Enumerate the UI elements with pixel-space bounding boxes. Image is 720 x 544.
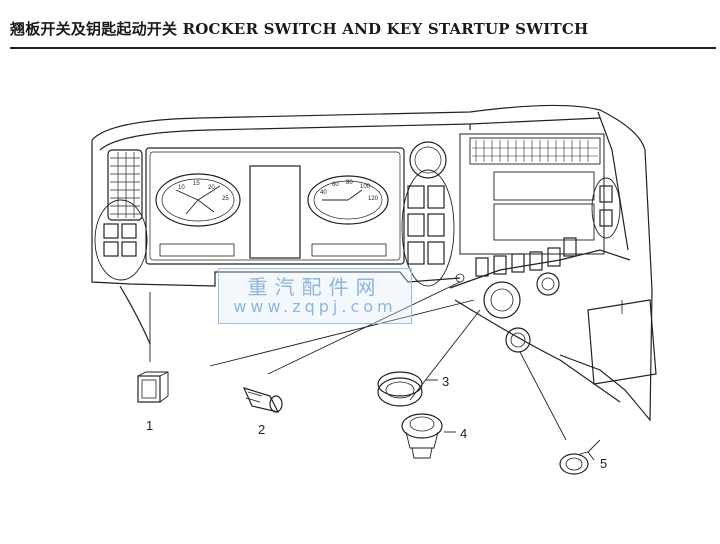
speedometer-tick-label: 120: [368, 196, 379, 202]
callout-2: 2: [258, 422, 266, 437]
dashboard-outline: [91, 104, 653, 422]
radio-slot: [493, 171, 595, 201]
callout-4: 4: [460, 426, 468, 441]
right-switch-group-highlight: [591, 177, 621, 239]
key-switch-part-4: [401, 413, 443, 459]
tachometer-tick-label: 10: [178, 185, 185, 191]
ring-part-3: [377, 371, 423, 407]
page-header: 翘板开关及钥匙起动开关 ROCKER SWITCH AND KEY STARTU…: [0, 0, 720, 52]
speedometer-tick-label: 40: [320, 190, 327, 196]
dashboard-illustration: 10 15 20 25 40 60 80 100 120: [91, 104, 657, 475]
watermark: 重汽配件网 www.zqpj.com: [218, 268, 412, 324]
callout-3: 3: [442, 374, 450, 389]
key-switch-bezel: [505, 327, 531, 353]
header-divider: [10, 47, 716, 49]
dashboard-front-lip: [449, 249, 631, 289]
watermark-text: 重汽配件网: [247, 275, 383, 299]
key-assembly-part-5: [559, 439, 601, 475]
callout-5: 5: [600, 456, 608, 471]
dashboard-upper-edge: [99, 117, 601, 151]
page-title: 翘板开关及钥匙起动开关 ROCKER SWITCH AND KEY STARTU…: [10, 20, 589, 38]
ignition-ring: [483, 281, 521, 319]
tachometer-tick-label: 15: [193, 181, 200, 187]
left-switch-group-highlight: [94, 199, 148, 281]
glove-box: [587, 299, 657, 385]
callout-1: 1: [146, 418, 154, 433]
dashboard-diagram: 10 15 20 25 40 60 80 100 120 1 2 3 4 5: [0, 52, 720, 540]
tachometer-tick-label: 20: [208, 185, 215, 191]
cassette-slot: [493, 203, 595, 241]
speedometer: [307, 175, 389, 225]
instrument-cluster: [145, 147, 405, 265]
dashboard-lower-edge: [91, 140, 461, 287]
speedometer-tick-label: 60: [332, 182, 339, 188]
center-switch-group-highlight: [401, 169, 455, 287]
tachometer-tick-label: 25: [222, 196, 229, 202]
watermark-url: www.zqpj.com: [233, 297, 397, 316]
rocker-switch-part-1: [137, 371, 169, 403]
speedometer-tick-label: 80: [346, 180, 353, 186]
speedometer-tick-label: 100: [360, 184, 371, 190]
tachometer: [155, 173, 241, 227]
indicator-dial: [409, 141, 447, 179]
left-vent: [107, 149, 143, 221]
cigar-lighter: [536, 272, 560, 296]
connector-part-2: [242, 387, 283, 413]
